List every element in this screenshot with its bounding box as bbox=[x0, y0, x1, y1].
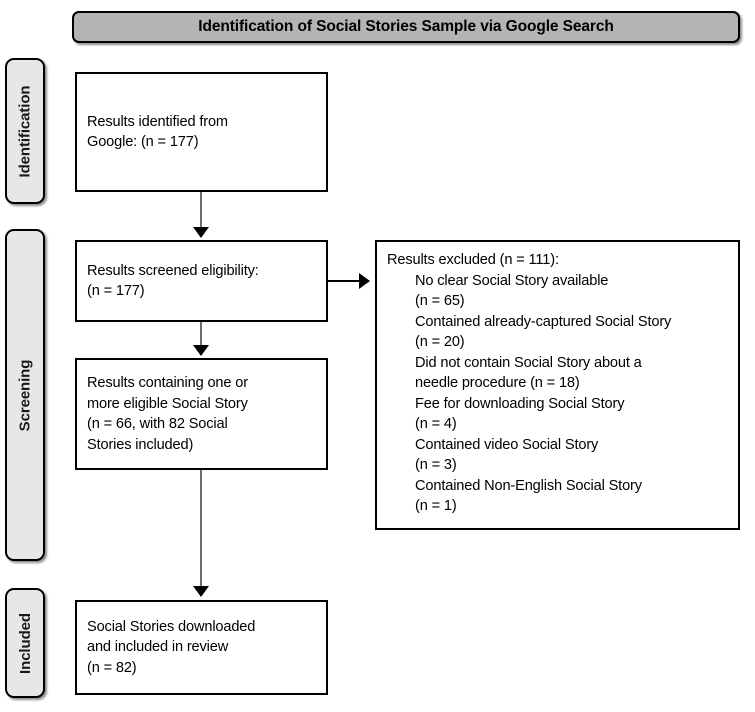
box-results-screened-text: Results screened eligibility: (n = 177) bbox=[87, 262, 259, 300]
excluded-reason-item: Did not contain Social Story about a nee… bbox=[415, 354, 642, 392]
page-title: Identification of Social Stories Sample … bbox=[198, 18, 614, 35]
excluded-reason-item: No clear Social Story available (n = 65) bbox=[415, 272, 609, 310]
box-social-stories-included: Social Stories downloaded and included i… bbox=[75, 600, 328, 695]
stage-label-included: Included bbox=[5, 588, 45, 698]
connector-screened-to-eligible-arrowhead-icon bbox=[193, 345, 209, 356]
excluded-reason-item: Contained already-captured Social Story … bbox=[415, 313, 672, 351]
box-results-identified-text: Results identified from Google: (n = 177… bbox=[87, 113, 228, 151]
box-results-eligible-text: Results containing one or more eligible … bbox=[87, 375, 248, 453]
excluded-reason-item: Contained Non-English Social Story (n = … bbox=[415, 477, 642, 515]
connector-identified-to-screened-line bbox=[200, 192, 202, 229]
stage-label-screening: Screening bbox=[5, 229, 45, 561]
connector-eligible-to-included-arrowhead-icon bbox=[193, 586, 209, 597]
connector-screened-to-excluded-arrowhead-icon bbox=[359, 273, 370, 289]
excluded-heading: Results excluded (n = 111): bbox=[387, 252, 559, 268]
excluded-reason-item: Fee for downloading Social Story (n = 4) bbox=[415, 395, 625, 433]
stage-label-screening-text: Screening bbox=[16, 359, 34, 431]
diagram-title-banner: Identification of Social Stories Sample … bbox=[72, 11, 740, 43]
stage-label-identification-text: Identification bbox=[16, 85, 34, 177]
stage-label-identification: Identification bbox=[5, 58, 45, 204]
box-social-stories-included-text: Social Stories downloaded and included i… bbox=[87, 618, 256, 676]
connector-screened-to-eligible-line bbox=[200, 322, 202, 347]
box-results-eligible: Results containing one or more eligible … bbox=[75, 358, 328, 470]
excluded-reason-list: No clear Social Story available (n = 65)… bbox=[387, 271, 728, 517]
excluded-reason-item: Contained video Social Story (n = 3) bbox=[415, 436, 599, 474]
connector-identified-to-screened-arrowhead-icon bbox=[193, 227, 209, 238]
stage-label-included-text: Included bbox=[16, 612, 34, 674]
box-results-screened: Results screened eligibility: (n = 177) bbox=[75, 240, 328, 322]
box-results-identified: Results identified from Google: (n = 177… bbox=[75, 72, 328, 192]
box-results-excluded: Results excluded (n = 111): No clear Soc… bbox=[375, 240, 740, 530]
connector-screened-to-excluded-line bbox=[328, 280, 361, 282]
connector-eligible-to-included-line bbox=[200, 470, 202, 588]
